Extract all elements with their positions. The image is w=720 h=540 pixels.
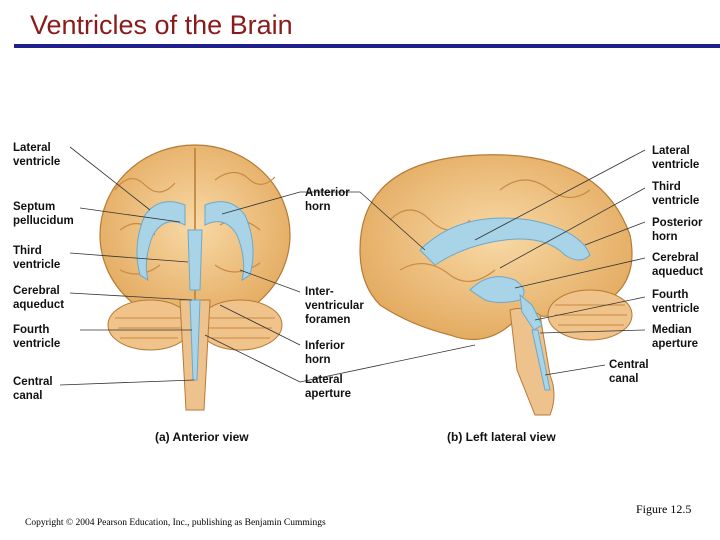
label-interventricular-foramen: Inter- ventricular foramen <box>305 286 364 326</box>
slide-title: Ventricles of the Brain <box>30 10 293 40</box>
label-posterior-horn: Posterior horn <box>652 217 703 243</box>
lateral-leader-lines <box>299 149 646 383</box>
label-lateral-ventricle-b: Lateral ventricle <box>652 145 700 171</box>
label-cerebral-aqueduct-b: Cerebral aqueduct <box>652 252 704 278</box>
label-fourth-ventricle-a: Fourth ventricle <box>13 324 61 350</box>
caption-lateral-view: (b) Left lateral view <box>447 430 556 444</box>
label-median-aperture: Median aperture <box>652 324 699 350</box>
label-anterior-horn: Anterior horn <box>305 187 350 213</box>
label-central-canal-b: Central canal <box>609 359 649 385</box>
label-septum-pellucidum: Septum pellucidum <box>13 201 74 227</box>
copyright-notice: Copyright © 2004 Pearson Education, Inc.… <box>25 518 326 528</box>
label-lateral-aperture: Lateral aperture <box>305 374 352 400</box>
label-third-ventricle-b: Third ventricle <box>652 181 700 207</box>
anterior-leader-lines <box>59 146 301 386</box>
caption-anterior-view: (a) Anterior view <box>155 430 249 444</box>
title-rule <box>14 44 720 48</box>
label-inferior-horn: Inferior horn <box>305 340 345 366</box>
anterior-brain <box>99 144 291 411</box>
label-cerebral-aqueduct-a: Cerebral aqueduct <box>13 285 65 311</box>
lateral-brain <box>359 154 633 416</box>
label-third-ventricle-a: Third ventricle <box>13 245 61 271</box>
figure-number: Figure 12.5 <box>636 502 692 516</box>
label-central-canal-a: Central canal <box>13 376 53 402</box>
label-fourth-ventricle-b: Fourth ventricle <box>652 289 700 315</box>
label-lateral-ventricle-a: Lateral ventricle <box>13 142 61 168</box>
